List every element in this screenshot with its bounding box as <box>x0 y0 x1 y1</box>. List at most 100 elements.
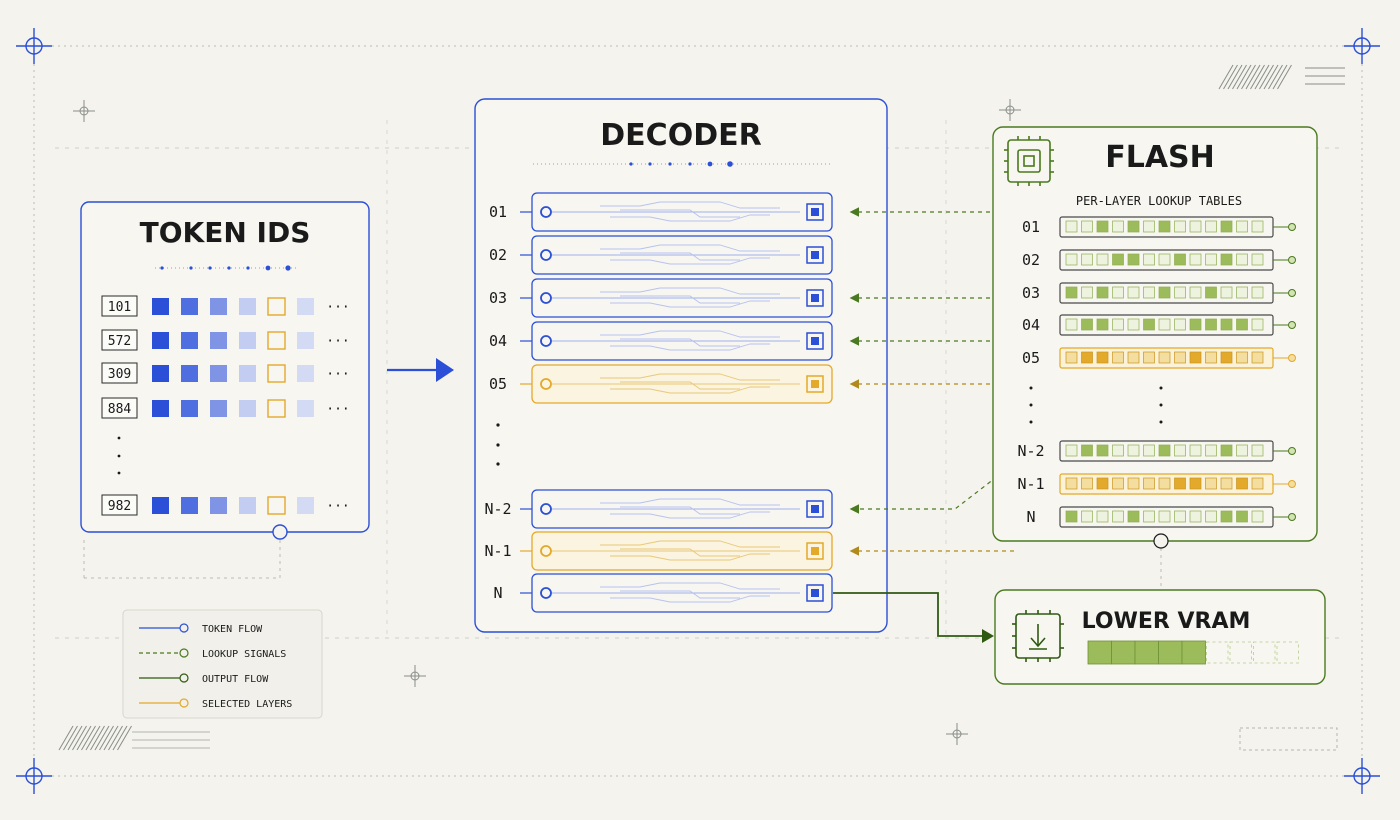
lookup-table-cell <box>1205 318 1217 331</box>
decoder-layer-output-core <box>811 208 819 216</box>
dot-rule-dot <box>688 162 692 166</box>
token-embedding-cell <box>181 332 198 349</box>
lookup-table-cell <box>1081 351 1093 364</box>
lookup-table-label: 05 <box>1022 349 1040 367</box>
lookup-table-cell <box>1112 351 1124 364</box>
lookup-table-label: N-1 <box>1017 475 1044 493</box>
token-embedding-selected <box>267 399 286 418</box>
dot-rule-dot <box>648 162 652 166</box>
legend-swatch-port <box>179 673 189 683</box>
lookup-table-cell <box>1143 253 1155 266</box>
lookup-table-label: 03 <box>1022 284 1040 302</box>
token-embedding-selected <box>267 297 286 316</box>
flash-ellipsis-dot <box>1029 420 1033 424</box>
token-embedding-cell <box>239 497 256 514</box>
lookup-table-cell <box>1081 510 1093 523</box>
lookup-table-cell <box>1189 253 1202 266</box>
token-embedding-cell <box>152 298 169 315</box>
decoder-layer: 01 <box>489 192 833 232</box>
lookup-table-cell <box>1143 444 1155 457</box>
circuit-trace <box>600 540 780 548</box>
token-id-value: 101 <box>108 300 131 315</box>
hatch-line <box>67 725 83 751</box>
dashed-box <box>1239 727 1338 751</box>
hatch-line <box>63 725 78 751</box>
lookup-table-cell <box>1220 253 1233 266</box>
lookup-table-cell <box>1112 318 1124 331</box>
lookup-table-row: 03 <box>1022 282 1296 304</box>
circuit-trace <box>620 506 740 515</box>
decoder-title: DECODER <box>600 118 761 153</box>
token-embedding-cell <box>297 400 314 417</box>
legend-item: TOKEN FLOW <box>139 623 263 635</box>
lookup-table-port <box>1288 447 1296 455</box>
token-id-value: 309 <box>108 367 131 382</box>
lookup-table-cell <box>1112 220 1124 233</box>
lookup-table-cell <box>1251 444 1264 457</box>
decoder-layer-output-core <box>811 547 819 555</box>
token-embedding-cell <box>210 365 227 382</box>
token-embedding-cell <box>152 497 169 514</box>
circuit-trace <box>610 257 770 265</box>
circuit-trace <box>600 498 780 506</box>
circuit-trace <box>610 595 770 603</box>
hatch-line <box>72 725 87 751</box>
lookup-table-cell <box>1189 477 1202 490</box>
hatch-line <box>117 725 132 751</box>
lookup-table-cell <box>1174 351 1186 364</box>
legend-swatch-port <box>179 648 189 658</box>
vram-segment-empty <box>1229 641 1252 664</box>
flash-ellipsis-dot <box>1029 403 1033 407</box>
token-embedding-cell <box>297 298 314 315</box>
small-registration-marks <box>73 99 1021 745</box>
vram-panel: LOWER VRAM <box>994 589 1326 685</box>
lookup-table-cell <box>1251 253 1264 266</box>
circuit-trace <box>600 201 780 209</box>
decoder-layer: N <box>493 573 833 613</box>
decoder-layer-output-port <box>806 375 824 393</box>
token-row-ellipsis: ··· <box>326 367 349 382</box>
lookup-table-port <box>1288 223 1296 231</box>
decoder-vertical-ellipsis <box>496 423 500 466</box>
hatch-line <box>90 725 105 751</box>
lookup-table-cell <box>1251 220 1264 233</box>
decoder-ellipsis-dot <box>496 443 500 447</box>
lookup-table-cell <box>1112 510 1124 523</box>
title-dot-rule <box>155 265 297 271</box>
lookup-table-cell <box>1158 220 1171 233</box>
lookup-table-cell <box>1081 253 1093 266</box>
decoder-layer-label: N <box>493 584 502 602</box>
token-embedding-cell <box>181 298 198 315</box>
lookup-table-cell <box>1158 253 1171 266</box>
lookup-table-cell <box>1174 286 1186 299</box>
lookup-table-cell <box>1065 351 1078 364</box>
token-flow-arrow <box>387 358 454 382</box>
lookup-table-port <box>1288 354 1296 362</box>
token-embedding-cell <box>239 400 256 417</box>
lookup-table-row: N-1 <box>1017 473 1296 495</box>
circuit-trace <box>610 214 770 222</box>
dot-rule-dot <box>668 162 672 166</box>
circuit-trace <box>600 330 780 338</box>
token-row: 309 ··· <box>101 362 350 384</box>
lookup-table-cell <box>1081 286 1093 299</box>
dot-rule-dot <box>727 161 733 167</box>
dot-rule-dot <box>189 266 193 270</box>
circuit-trace <box>610 300 770 308</box>
legend-swatch-port <box>179 623 189 633</box>
lookup-table-cell <box>1174 220 1186 233</box>
lookup-table-cell <box>1220 318 1233 331</box>
decoder-layer: 05 <box>489 364 833 404</box>
lookup-table-cell <box>1081 220 1093 233</box>
hatch-line <box>99 725 114 751</box>
registration-marks <box>16 28 1380 794</box>
lookup-table-cell <box>1205 351 1217 364</box>
dot-rule-dot <box>285 265 291 271</box>
lookup-table-row: 01 <box>1022 216 1296 238</box>
lookup-table-cell <box>1158 351 1171 364</box>
token-embedding-cell <box>297 332 314 349</box>
vram-segment-filled <box>1158 640 1183 665</box>
